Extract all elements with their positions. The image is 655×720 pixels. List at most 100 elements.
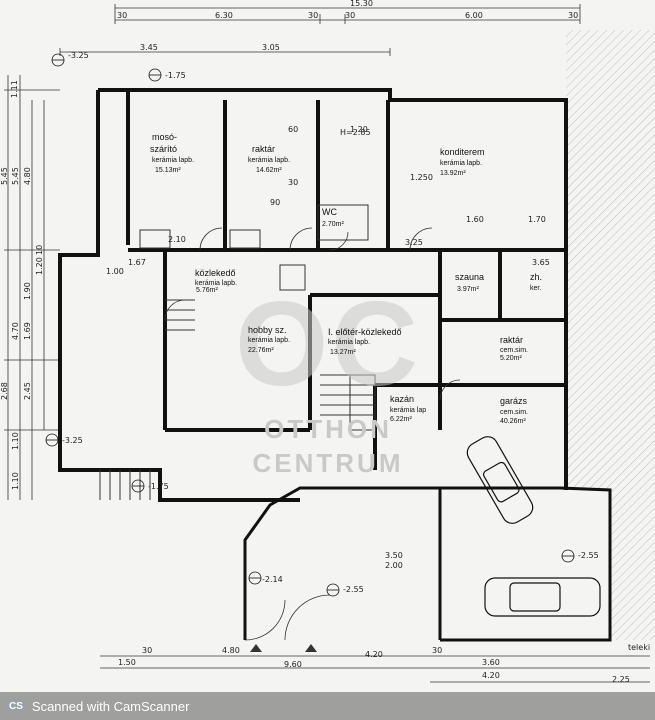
dim-bottom-8: 4.20	[482, 671, 500, 680]
room-moso-szarito: mosó- szárító kerámia lapb. 15.13m²	[150, 132, 194, 174]
svg-text:cem.sim.: cem.sim.	[500, 409, 528, 416]
dim-bottom-label: teleki	[628, 643, 650, 652]
room-garazs: garázs cem.sim. 40.26m²	[500, 396, 528, 425]
dim-second-left: 3.45	[140, 43, 158, 52]
room-raktar: raktár kerámia lapb. 14.62m²	[248, 144, 290, 174]
dim-small-6: 1.00	[106, 267, 124, 276]
dim-second-right: 3.05	[262, 43, 280, 52]
dim-small-7: 1.60	[466, 215, 484, 224]
dim-top-30d: 30	[117, 11, 127, 20]
svg-text:raktár: raktár	[252, 144, 275, 154]
svg-text:5.76m²: 5.76m²	[196, 287, 218, 294]
svg-text:kerámia lapb.: kerámia lapb.	[195, 280, 237, 287]
dim-small-9: 3.25	[405, 238, 423, 247]
svg-text:közlekedő: közlekedő	[195, 268, 236, 278]
svg-text:3.97m²: 3.97m²	[457, 286, 479, 293]
dim-bottom-1: 4.80	[222, 646, 240, 655]
dim-bottom-7: 3.60	[482, 658, 500, 667]
svg-text:hobby sz.: hobby sz.	[248, 325, 287, 335]
dim-top-30a: 30	[308, 11, 318, 20]
dim-bottom-5: 9.60	[284, 660, 302, 669]
svg-text:I. előtér-közlekedő: I. előtér-közlekedő	[328, 327, 402, 337]
level-5: -2.14	[262, 575, 283, 584]
svg-text:15.13m²: 15.13m²	[155, 167, 181, 174]
dim-small-14: 3.65	[532, 258, 550, 267]
dim-bottom-2: 30	[142, 646, 152, 655]
dim-top-right: 6.00	[465, 11, 483, 20]
dim-top-30b: 30	[345, 11, 355, 20]
room-konditerem: konditerem kerámia lapb. 13.92m²	[440, 147, 485, 177]
watermark-logo: OC	[235, 277, 421, 411]
svg-text:6.22m²: 6.22m²	[390, 416, 412, 423]
level-1: -3.25	[68, 51, 89, 60]
dim-left-13: 1.10	[11, 472, 20, 490]
dim-left-8: 1.69	[23, 322, 32, 340]
dim-top-left: 6.30	[215, 11, 233, 20]
svg-text:14.62m²: 14.62m²	[256, 167, 282, 174]
level-3: -3.25	[62, 436, 83, 445]
room-hobby: hobby sz. kerámia lapb. 22.76m²	[248, 325, 290, 354]
svg-text:szauna: szauna	[455, 272, 484, 282]
svg-text:kerámia lapb.: kerámia lapb.	[248, 337, 290, 344]
dim-left-5: 10	[35, 245, 44, 255]
room-raktar-2: raktár cem.sim. 5.20m²	[500, 335, 528, 362]
dim-left-10: 2.45	[23, 382, 32, 400]
svg-text:garázs: garázs	[500, 396, 528, 406]
svg-text:raktár: raktár	[500, 335, 523, 345]
svg-text:ker.: ker.	[530, 285, 541, 292]
room-szauna: szauna 3.97m²	[455, 272, 484, 293]
svg-text:22.76m²: 22.76m²	[248, 347, 274, 354]
svg-text:40.26m²: 40.26m²	[500, 418, 526, 425]
room-kazan: kazán kerámia lap 6.22m²	[390, 394, 426, 423]
dim-small-12: H=2.85	[340, 128, 371, 137]
dim-small-3: 60	[288, 125, 298, 134]
svg-text:kerámia lapb.: kerámia lapb.	[152, 157, 194, 164]
dim-bottom-6: 4.20	[365, 650, 383, 659]
camscanner-icon: CS	[6, 699, 26, 713]
dim-left-2: 5.45	[0, 167, 9, 185]
svg-text:mosó-: mosó-	[152, 132, 177, 142]
level-2: -1.75	[165, 71, 186, 80]
dim-small-15: 1.67	[128, 258, 146, 267]
dim-left-12: 1.10	[11, 432, 20, 450]
svg-text:konditerem: konditerem	[440, 147, 485, 157]
svg-text:kerámia lapb.: kerámia lapb.	[248, 157, 290, 164]
dim-small-10: 3.50	[385, 551, 403, 560]
watermark-line2: CENTRUM	[253, 448, 404, 478]
dim-left-4: 4.80	[23, 167, 32, 185]
level-6: -2.55	[343, 585, 364, 594]
svg-text:WC: WC	[322, 207, 337, 217]
room-kozlekedo: közlekedő kerámia lapb. 5.76m²	[195, 268, 237, 294]
svg-text:2.70m²: 2.70m²	[322, 221, 344, 228]
dim-left-3: 5.45	[11, 167, 20, 185]
dim-left-7: 1.90	[23, 282, 32, 300]
dim-left-11: 2.68	[0, 382, 9, 400]
svg-text:kerámia lapb.: kerámia lapb.	[440, 160, 482, 167]
dim-left-9: 4.70	[11, 322, 20, 340]
scanner-footer-text: Scanned with CamScanner	[31, 698, 190, 714]
watermark-line1: OTTHON	[264, 414, 392, 444]
dim-top-30c: 30	[568, 11, 578, 20]
scanner-footer: CS Scanned with CamScanner	[6, 696, 189, 716]
level-7: -2.55	[578, 551, 599, 560]
dim-bottom-9: 2.25	[612, 675, 630, 684]
svg-text:5.20m²: 5.20m²	[500, 355, 522, 362]
dim-small-11: 2.00	[385, 561, 403, 570]
dim-small-2: 1.20	[350, 125, 368, 134]
svg-text:szárító: szárító	[150, 144, 177, 154]
dim-left-1: 1.11	[10, 80, 19, 98]
svg-text:13.27m²: 13.27m²	[330, 349, 356, 356]
dim-small-4: 90	[270, 198, 280, 207]
dim-bottom-4: 1.50	[118, 658, 136, 667]
svg-text:kerámia lapb.: kerámia lapb.	[328, 339, 370, 346]
dim-left-6: 1.20	[35, 257, 44, 275]
svg-text:13.92m²: 13.92m²	[440, 170, 466, 177]
svg-text:kazán: kazán	[390, 394, 414, 404]
svg-text:kerámia lap: kerámia lap	[390, 407, 426, 414]
dim-bottom-3: 30	[432, 646, 442, 655]
dim-small-1: 2.10	[168, 235, 186, 244]
room-zh: zh. ker.	[530, 272, 542, 292]
dim-small-8: 1.70	[528, 215, 546, 224]
scanner-footer-bar	[0, 692, 655, 720]
